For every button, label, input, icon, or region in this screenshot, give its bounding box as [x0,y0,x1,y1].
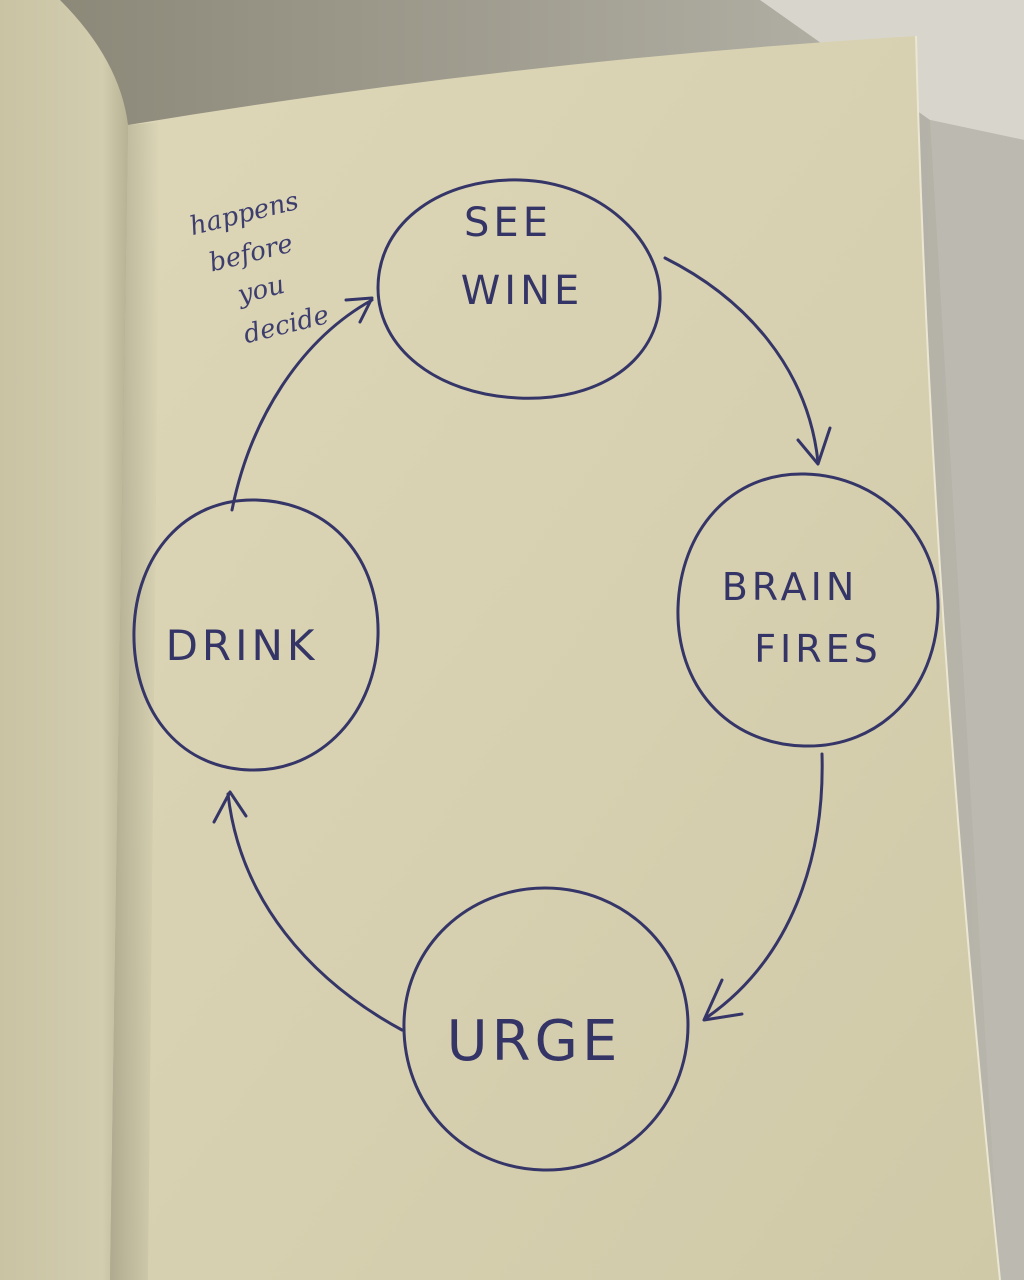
arrowhead-see-wine [344,296,374,324]
node-circle-drink [132,498,380,772]
node-circle-urge [402,886,690,1172]
node-label-see-wine-line1: SEE [464,200,552,246]
node-circle-see-wine [376,178,662,400]
arrowhead-brain-fires [796,426,832,466]
arrow-see-wine-to-brain-fires [663,256,820,464]
node-label-brain-fires-line1: BRAIN [722,565,859,609]
arrow-urge-to-drink [226,792,404,1032]
node-label-see-wine-line2: WINE [461,268,584,314]
arrowhead-urge [702,978,744,1022]
node-label-brain-fires-line2: FIRES [754,627,882,671]
node-label-urge: URGE [447,1009,622,1074]
background-frame-shadow [930,120,1024,1280]
arrow-drink-to-see-wine [230,298,374,512]
arrowhead-drink [212,790,248,824]
left-page [0,0,128,1280]
page-edge [915,35,1001,1280]
arrow-brain-fires-to-urge [704,752,824,1020]
gutter-shadow [110,122,160,1280]
node-circle-brain-fires [676,472,940,748]
right-page [110,36,1000,1280]
node-label-drink: DRINK [166,621,319,670]
